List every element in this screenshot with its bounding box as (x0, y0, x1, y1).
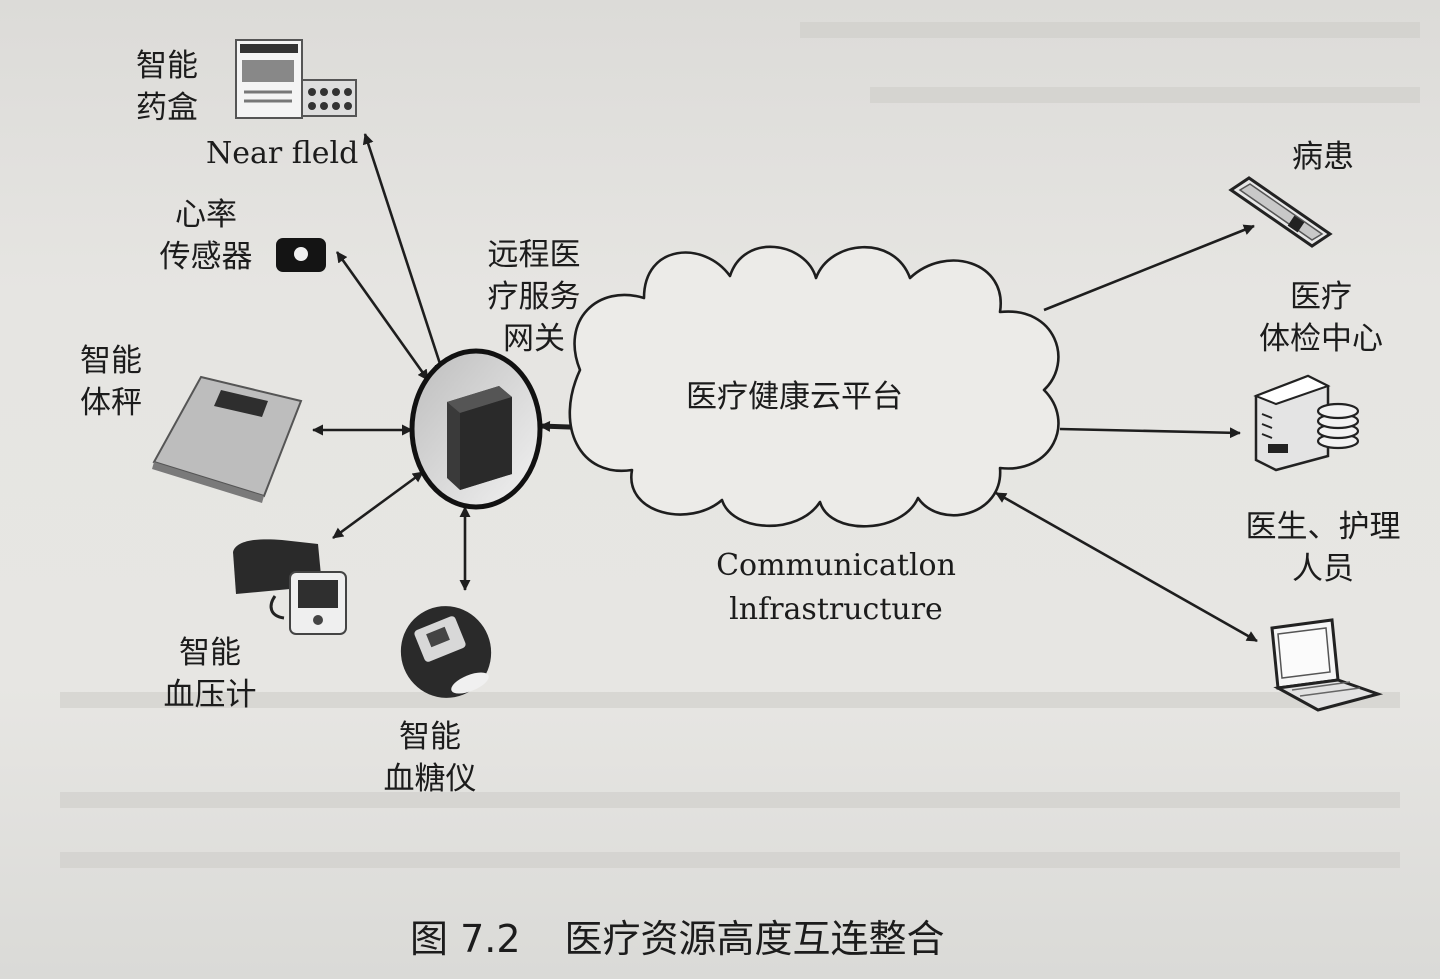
bp-monitor-icon (233, 539, 347, 635)
figure-number: 图 7.2 (410, 917, 521, 961)
glucose-meter-label: 智能 血糖仪 (383, 719, 477, 797)
figure-title: 医疗资源高度互连整合 (564, 917, 945, 961)
arrow-heart-rate (335, 251, 430, 381)
exam-center-label: 医疗 体检中心 (1259, 279, 1383, 357)
figure-caption: 图 7.2 医疗资源高度互连整合 (410, 914, 945, 964)
bp-monitor-label: 智能 血压计 (163, 635, 257, 713)
arrow-exam-center (1059, 427, 1241, 439)
arrow-staff (995, 491, 1258, 643)
laptop-icon (1270, 618, 1384, 712)
cloud-shape (568, 245, 1060, 528)
glucose-meter-icon (400, 606, 492, 698)
server-icon (1253, 374, 1331, 472)
gateway-icon (409, 348, 543, 510)
heart-rate-label: 心率 传感器 (159, 197, 253, 275)
arrow-bp-monitor (332, 470, 424, 540)
patient-label: 病患 (1292, 139, 1354, 175)
arrow-patient (1043, 224, 1255, 312)
cloud-label: 医疗健康云平台 (686, 379, 903, 415)
near-field-label: Near fleld (206, 136, 359, 171)
gateway-label: 远程医 疗服务 网关 (487, 237, 581, 357)
comm-infra-label: Communicatlon lnfrastructure (716, 548, 956, 627)
bleed-through (60, 22, 1420, 868)
patient-phone-icon (1228, 176, 1333, 248)
pillbox-label: 智能 药盒 (136, 48, 198, 126)
pillbox-icon (235, 39, 357, 119)
scale-icon (152, 375, 303, 503)
connectors (312, 133, 1258, 643)
staff-label: 医生、护理 人员 (1245, 509, 1401, 587)
database-icon (1316, 402, 1360, 450)
scale-label: 智能 体秤 (80, 343, 142, 421)
arrow-pillbox (362, 133, 446, 374)
heart-rate-sensor-icon (276, 238, 326, 272)
